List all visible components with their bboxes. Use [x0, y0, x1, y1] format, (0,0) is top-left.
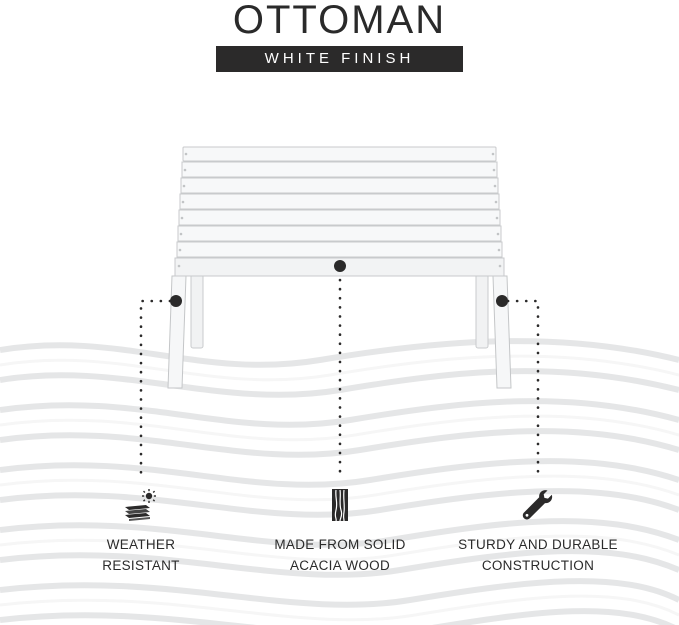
callout-dot-center: [334, 260, 346, 272]
page-title: OTTOMAN: [232, 0, 447, 42]
back-leg-left: [190, 271, 204, 349]
feature-acacia-wood: MADE FROM SOLID ACACIA WOOD: [240, 534, 440, 576]
back-leg-right: [475, 271, 489, 349]
feature-label-line2: CONSTRUCTION: [481, 558, 595, 573]
wood-grain-icon: [332, 489, 348, 522]
feature-label-line1: WEATHER: [106, 537, 176, 552]
feature-label-line2: RESISTANT: [102, 558, 180, 573]
feature-label-line1: STURDY AND DURABLE: [458, 537, 618, 552]
feature-sturdy-construction: STURDY AND DURABLE CONSTRUCTION: [438, 534, 638, 576]
callout-dot-right: [496, 295, 508, 307]
weather-icon: [125, 489, 156, 521]
callout-line-left: [139, 299, 172, 478]
wrench-icon: [522, 490, 553, 520]
callout-dot-left: [170, 295, 182, 307]
subtitle-badge: WHITE FINISH: [216, 46, 463, 72]
front-leg-left: [167, 275, 187, 389]
front-leg-right: [492, 275, 512, 389]
callout-line-right: [506, 299, 540, 478]
seat-slats: [174, 146, 505, 277]
callout-lines: [139, 278, 540, 478]
screw-dots: [177, 152, 502, 268]
feature-label-line2: ACACIA WOOD: [289, 558, 391, 573]
feature-label-line1: MADE FROM SOLID: [274, 537, 406, 552]
feature-weather-resistant: WEATHER RESISTANT: [41, 534, 241, 576]
